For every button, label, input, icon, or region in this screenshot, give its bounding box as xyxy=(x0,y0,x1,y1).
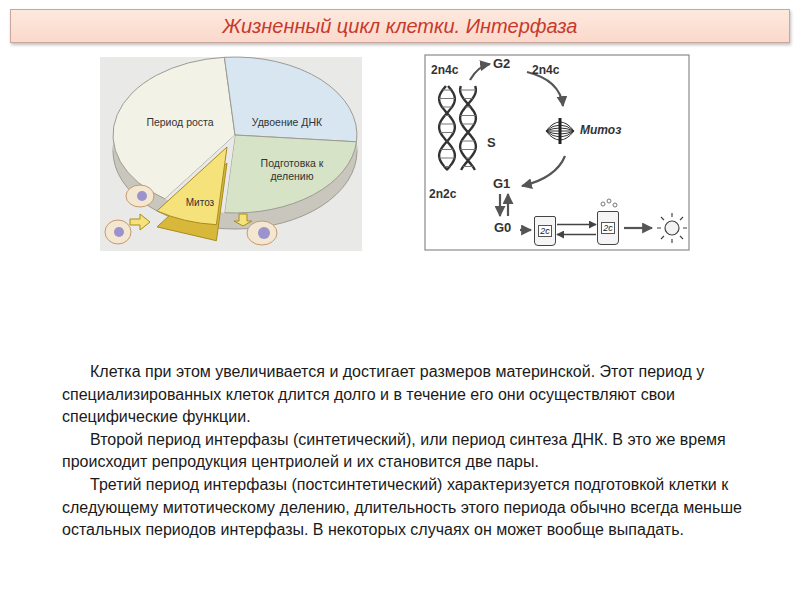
dna-sector xyxy=(224,57,357,142)
cycle-sector: Удвоение ДНК xyxy=(244,116,330,129)
sector-label: Период роста xyxy=(140,116,220,129)
cells xyxy=(105,185,277,245)
cycle-label: G1 xyxy=(493,176,510,191)
mitosis-wedge xyxy=(157,147,227,225)
body-paragraph: Третий период интерфазы (постсинтетическ… xyxy=(62,474,770,542)
exchange-arrow xyxy=(557,224,596,226)
cycle-label: S xyxy=(487,135,496,150)
cell-container: 2c xyxy=(534,216,556,246)
cycle-frame xyxy=(425,55,689,250)
cell-container: 2c xyxy=(597,211,619,245)
sector-label: Подготовка к делению xyxy=(252,157,332,182)
cycle-arrows xyxy=(470,64,652,230)
cycle-label: Митоз xyxy=(580,123,621,137)
body-paragraph: Второй период интерфазы (синтетический),… xyxy=(62,429,770,474)
prep-sector xyxy=(224,135,356,213)
cycle-label: G2 xyxy=(493,56,510,71)
cycle-label: 2n4c xyxy=(431,63,458,77)
title-bar: Жизненный цикл клетки. Интерфаза xyxy=(10,9,790,43)
dying-cell xyxy=(657,213,687,243)
body-paragraph: Клетка при этом увеличивается и достигае… xyxy=(62,361,770,429)
sector-label: Удвоение ДНК xyxy=(244,116,330,129)
body-text: Клетка при этом увеличивается и достигае… xyxy=(62,361,770,542)
ploidy-tag: 2c xyxy=(538,225,552,237)
sector-label: Митоз xyxy=(180,197,220,209)
bubbles xyxy=(601,199,617,207)
picture-ground xyxy=(100,57,362,251)
cycle-label: 2n4c xyxy=(532,63,559,77)
cycle-label: G0 xyxy=(494,220,511,235)
cycle-label: 2n2c xyxy=(429,187,456,201)
slide-title: Жизненный цикл клетки. Интерфаза xyxy=(223,15,578,38)
cycle-sector: Период роста xyxy=(140,116,220,129)
cycle-sector: Подготовка к делению xyxy=(252,157,332,182)
mitosis-spindle xyxy=(546,118,574,144)
exchange-arrow xyxy=(557,234,596,236)
block-arrow xyxy=(234,214,252,226)
ploidy-tag: 2c xyxy=(601,222,615,234)
cycle-sector: Митоз xyxy=(180,197,220,209)
block-arrow xyxy=(130,214,150,230)
dna-helix xyxy=(439,86,476,170)
